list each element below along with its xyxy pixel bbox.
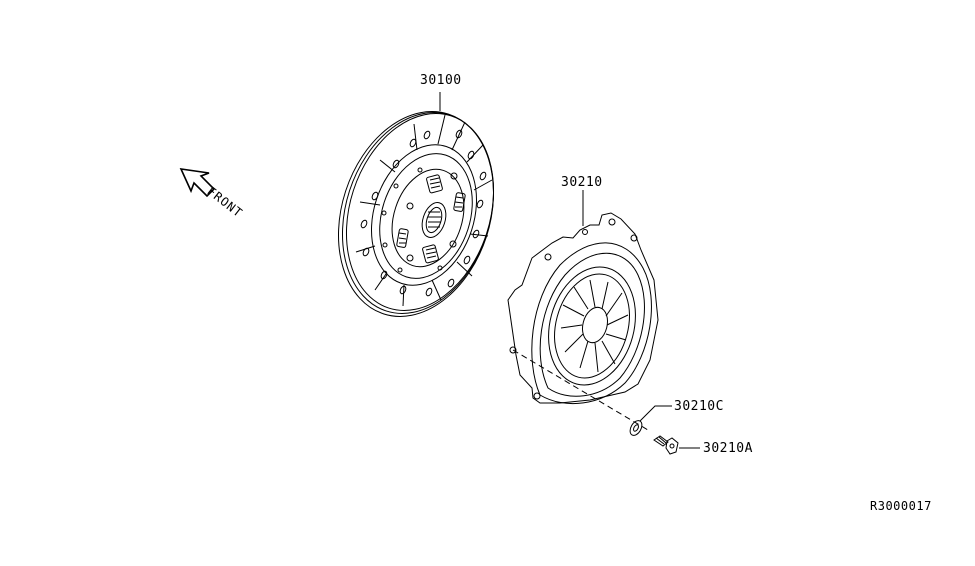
diagram-reference-code: R3000017 — [870, 499, 932, 513]
clutch-disc-drawing — [338, 92, 495, 317]
part-label-30210A[interactable]: 30210A — [703, 441, 753, 456]
assembly-line — [512, 349, 649, 431]
clutch-cover-hotspot[interactable] — [505, 210, 660, 405]
clutch-disc-hotspot[interactable] — [345, 108, 495, 313]
washer-drawing — [629, 405, 672, 436]
clutch-cover-drawing — [507, 190, 659, 405]
front-arrow-icon — [179, 168, 216, 198]
bolt-drawing — [653, 435, 700, 455]
part-label-30210C[interactable]: 30210C — [674, 399, 724, 414]
bolt-hotspot[interactable] — [652, 434, 680, 456]
part-label-30100[interactable]: 30100 — [420, 73, 462, 88]
washer-hotspot[interactable] — [628, 418, 644, 438]
part-label-30210[interactable]: 30210 — [561, 175, 603, 190]
